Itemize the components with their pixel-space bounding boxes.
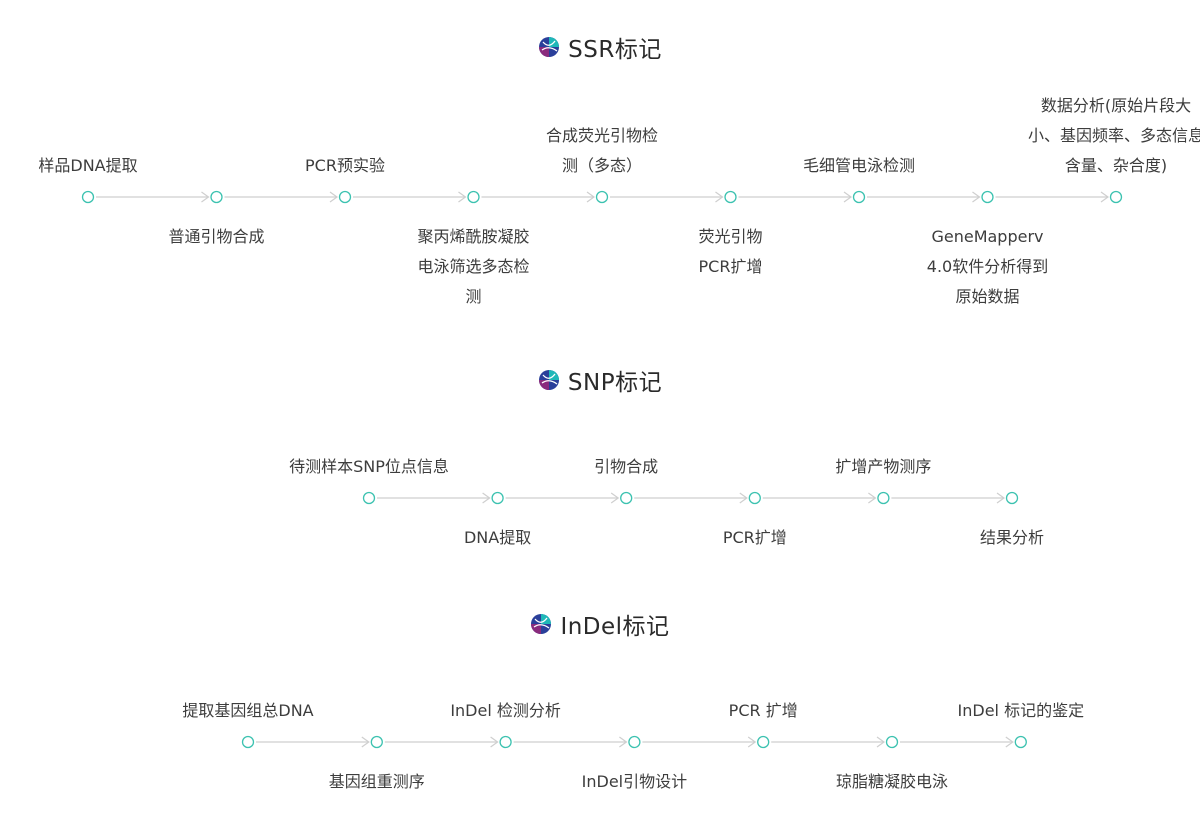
ssr-step-label: 合成荧光引物检测（多态）	[545, 126, 658, 175]
ssr-step-node	[81, 190, 95, 204]
ssr-connector-arrow	[224, 191, 339, 203]
ssr-step-label: 普通引物合成	[168, 227, 265, 246]
indel-step-label: PCR 扩增	[728, 701, 798, 720]
ssr-connector-arrow	[867, 191, 981, 203]
snp-connector-arrow	[377, 492, 491, 504]
globe-logo-icon	[538, 370, 559, 390]
ssr-step-node	[724, 190, 737, 204]
snp-step-node	[877, 491, 890, 505]
indel-step-node	[499, 735, 512, 749]
indel-connector-arrow	[513, 736, 628, 748]
indel-connector-arrow	[256, 736, 370, 748]
globe-logo-icon	[531, 614, 552, 634]
indel-step-node	[241, 735, 255, 749]
snp-step-label: 扩增产物测序	[835, 457, 932, 476]
indel-step-label: 基因组重测序	[328, 772, 425, 791]
snp-connector-arrow	[891, 492, 1006, 504]
globe-logo-icon	[539, 37, 560, 57]
snp-step-label: 结果分析	[979, 528, 1044, 547]
ssr-connector-arrow	[610, 191, 724, 203]
ssr-connector-arrow	[995, 191, 1110, 203]
indel-step-label: InDel 检测分析	[450, 701, 561, 720]
indel-step-node	[370, 735, 383, 749]
snp-step-label: DNA提取	[463, 528, 532, 547]
ssr-title: SSR标记	[568, 37, 662, 63]
indel-connector-arrow	[900, 736, 1014, 748]
indel-connector-arrow	[384, 736, 499, 748]
ssr-connector-arrow	[96, 191, 210, 203]
snp-heading: SNP标记	[0, 363, 1200, 397]
snp-connector-arrow	[505, 492, 620, 504]
indel-step-node	[628, 735, 641, 749]
indel-step-node	[1014, 735, 1027, 749]
snp-step-label: 引物合成	[594, 457, 659, 476]
ssr-step-label: GeneMapperv 4.0软件分析得到原始数据	[926, 227, 1049, 306]
snp-step-node	[620, 491, 633, 505]
snp-step-node	[748, 491, 761, 505]
indel-connector-arrow	[771, 736, 886, 748]
indel-step-label: 提取基因组总DNA	[182, 701, 314, 720]
snp-connector-arrow	[762, 492, 877, 504]
ssr-connector-arrow	[481, 191, 596, 203]
ssr-step-label: 荧光引物PCR扩增	[698, 227, 763, 276]
indel-step-label: 琼脂糖凝胶电泳	[835, 772, 948, 791]
snp-step-label: 待测样本SNP位点信息	[289, 457, 449, 476]
snp-step-node	[362, 491, 376, 505]
ssr-step-label: PCR预实验	[305, 156, 385, 175]
ssr-step-node	[210, 190, 223, 204]
ssr-step-label: 样品DNA提取	[38, 156, 138, 175]
indel-step-node	[885, 735, 899, 749]
ssr-step-label: 聚丙烯酰胺凝胶电泳筛选多态检测	[417, 227, 530, 306]
snp-step-node	[491, 491, 504, 505]
snp-title: SNP标记	[567, 370, 663, 396]
ssr-step-label: 毛细管电泳检测	[802, 156, 915, 175]
ssr-step-node	[981, 190, 994, 204]
ssr-step-node	[467, 190, 480, 204]
indel-heading: InDel标记	[0, 607, 1200, 641]
ssr-step-node	[852, 190, 866, 204]
ssr-heading: SSR标记	[0, 30, 1200, 64]
indel-connector-arrow	[642, 736, 757, 748]
indel-step-label: InDel 标记的鉴定	[957, 701, 1085, 720]
ssr-step-node	[1109, 190, 1123, 204]
snp-connector-arrow	[634, 492, 748, 504]
ssr-step-node	[338, 190, 352, 204]
snp-step-label: PCR扩增	[722, 528, 787, 547]
indel-step-label: InDel引物设计	[581, 772, 688, 791]
indel-title: InDel标记	[560, 614, 670, 640]
ssr-step-label: 数据分析(原始片段大小、基因频率、多态信息含量、杂合度)	[1027, 96, 1200, 175]
indel-step-node	[757, 735, 770, 749]
ssr-connector-arrow	[353, 191, 467, 203]
ssr-connector-arrow	[738, 191, 853, 203]
snp-step-node	[1005, 491, 1019, 505]
ssr-step-node	[595, 190, 609, 204]
